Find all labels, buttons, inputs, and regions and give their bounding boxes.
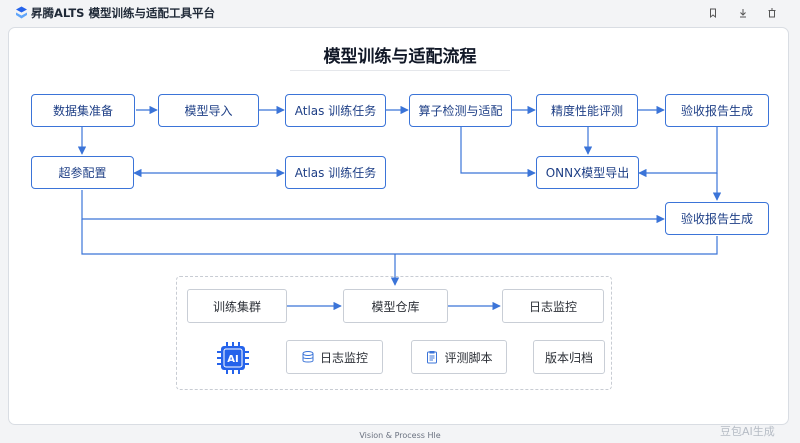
box-version-archive[interactable]: 版本归档 bbox=[533, 340, 605, 374]
footer-caption: Vision & Process Hle bbox=[359, 431, 441, 440]
app-title: 昇腾ALTS 模型训练与适配工具平台 bbox=[31, 6, 215, 20]
node-hyperparam-config[interactable]: 超参配置 bbox=[31, 156, 134, 189]
ai-chip-icon: AI bbox=[217, 342, 249, 374]
layers-icon bbox=[302, 351, 314, 363]
box-eval-script[interactable]: 评测脚本 bbox=[411, 340, 507, 374]
box-log-monitor-2[interactable]: 日志监控 bbox=[286, 340, 383, 374]
arrow-hyper-to-report2 bbox=[81, 190, 665, 224]
node-model-import[interactable]: 模型导入 bbox=[158, 94, 259, 127]
arrow-report-to-onnx bbox=[638, 127, 718, 178]
ai-chip-label: AI bbox=[227, 354, 238, 365]
node-acceptance-report[interactable]: 验收报告生成 bbox=[665, 94, 769, 127]
arrow-opcheck-to-onnx bbox=[460, 127, 536, 178]
trash-icon[interactable] bbox=[765, 6, 779, 20]
log-monitor-label: 日志监控 bbox=[319, 350, 368, 365]
arrow-flow-to-repo bbox=[81, 219, 718, 255]
infrastructure-group bbox=[176, 276, 612, 390]
box-model-repo[interactable]: 模型仓库 bbox=[343, 289, 448, 323]
box-log-monitor[interactable]: 日志监控 bbox=[502, 289, 604, 323]
top-bar: 昇腾ALTS 模型训练与适配工具平台 bbox=[0, 0, 800, 26]
title-divider bbox=[290, 70, 510, 71]
node-onnx-export[interactable]: ONNX模型导出 bbox=[536, 156, 639, 189]
download-icon[interactable] bbox=[736, 6, 750, 20]
bookmark-icon[interactable] bbox=[706, 6, 720, 20]
node-atlas-train-2[interactable]: Atlas 训练任务 bbox=[285, 156, 386, 189]
node-acceptance-report-2[interactable]: 验收报告生成 bbox=[665, 202, 769, 235]
node-dataset-prep[interactable]: 数据集准备 bbox=[31, 94, 135, 127]
eval-script-label: 评测脚本 bbox=[444, 350, 493, 365]
box-training-cluster[interactable]: 训练集群 bbox=[187, 289, 287, 323]
clipboard-icon bbox=[427, 351, 438, 364]
node-precision-eval[interactable]: 精度性能评测 bbox=[536, 94, 638, 127]
node-operator-check[interactable]: 算子检测与适配 bbox=[409, 94, 512, 127]
watermark: 豆包AI生成 bbox=[720, 425, 775, 438]
node-atlas-train[interactable]: Atlas 训练任务 bbox=[285, 94, 386, 127]
logo-icon bbox=[16, 6, 27, 19]
diagram-panel bbox=[8, 27, 789, 425]
diagram-title: 模型训练与适配流程 bbox=[323, 47, 477, 67]
